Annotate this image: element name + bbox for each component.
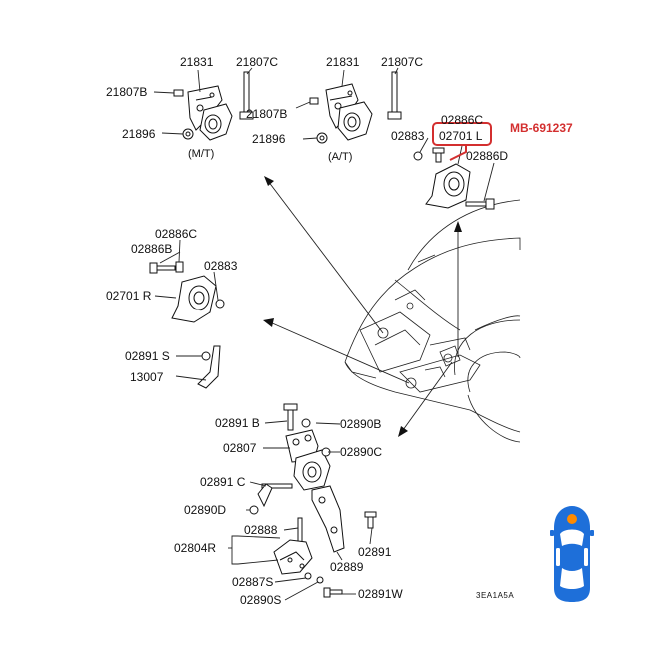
label-02890s: 02890S bbox=[240, 593, 281, 607]
label-02807: 02807 bbox=[223, 441, 257, 455]
part-labels: 21831 21807C 21807B 21896 (M/T) 21831 21… bbox=[106, 55, 573, 607]
car-body-outline bbox=[344, 199, 521, 443]
label-21896-at: 21896 bbox=[252, 132, 286, 146]
mount-rear-assembly bbox=[228, 403, 377, 601]
label-02886c-left: 02886C bbox=[155, 227, 197, 241]
label-02887s: 02887S bbox=[232, 575, 273, 589]
label-02701r: 02701 R bbox=[106, 289, 152, 303]
label-02886d: 02886D bbox=[466, 149, 508, 163]
label-21896-mt: 21896 bbox=[122, 127, 156, 141]
label-02891w: 02891W bbox=[358, 587, 403, 601]
label-02889: 02889 bbox=[330, 560, 364, 574]
label-02891s: 02891 S bbox=[125, 349, 170, 363]
label-02890c: 02890C bbox=[340, 445, 382, 459]
label-02888: 02888 bbox=[244, 523, 278, 537]
label-02891: 02891 bbox=[358, 545, 392, 559]
label-02701l: 02701 L bbox=[439, 129, 483, 143]
diagram-code: 3EA1A5A bbox=[476, 591, 514, 600]
highlight-box bbox=[432, 122, 492, 161]
highlight-part-number: MB-691237 bbox=[510, 121, 573, 135]
label-13007: 13007 bbox=[130, 370, 164, 384]
mount-left-assembly bbox=[413, 137, 495, 210]
label-mt: (M/T) bbox=[188, 148, 214, 160]
pointer-lines bbox=[263, 176, 462, 437]
label-21807b-mt: 21807B bbox=[106, 85, 147, 99]
label-21807b-at: 21807B bbox=[246, 107, 287, 121]
label-02804r: 02804R bbox=[174, 541, 216, 555]
label-02891c: 02891 C bbox=[200, 475, 246, 489]
label-02883-right: 02883 bbox=[391, 129, 425, 143]
label-02883-left: 02883 bbox=[204, 259, 238, 273]
mount-mt-assembly bbox=[153, 67, 254, 141]
bracket-13007 bbox=[175, 345, 221, 389]
mount-at-assembly bbox=[295, 67, 402, 144]
label-21831-at: 21831 bbox=[326, 55, 360, 69]
label-02890b: 02890B bbox=[340, 417, 381, 431]
label-02890d: 02890D bbox=[184, 503, 226, 517]
label-21807c-mt: 21807C bbox=[236, 55, 278, 69]
label-02891b: 02891 B bbox=[215, 416, 260, 430]
label-at: (A/T) bbox=[328, 151, 352, 163]
label-21831-mt: 21831 bbox=[180, 55, 214, 69]
car-top-view-icon bbox=[550, 506, 594, 602]
label-02886c-right: 02886C bbox=[441, 113, 483, 127]
label-02886b: 02886B bbox=[131, 242, 172, 256]
label-21807c-at: 21807C bbox=[381, 55, 423, 69]
mount-right-assembly bbox=[149, 239, 225, 323]
